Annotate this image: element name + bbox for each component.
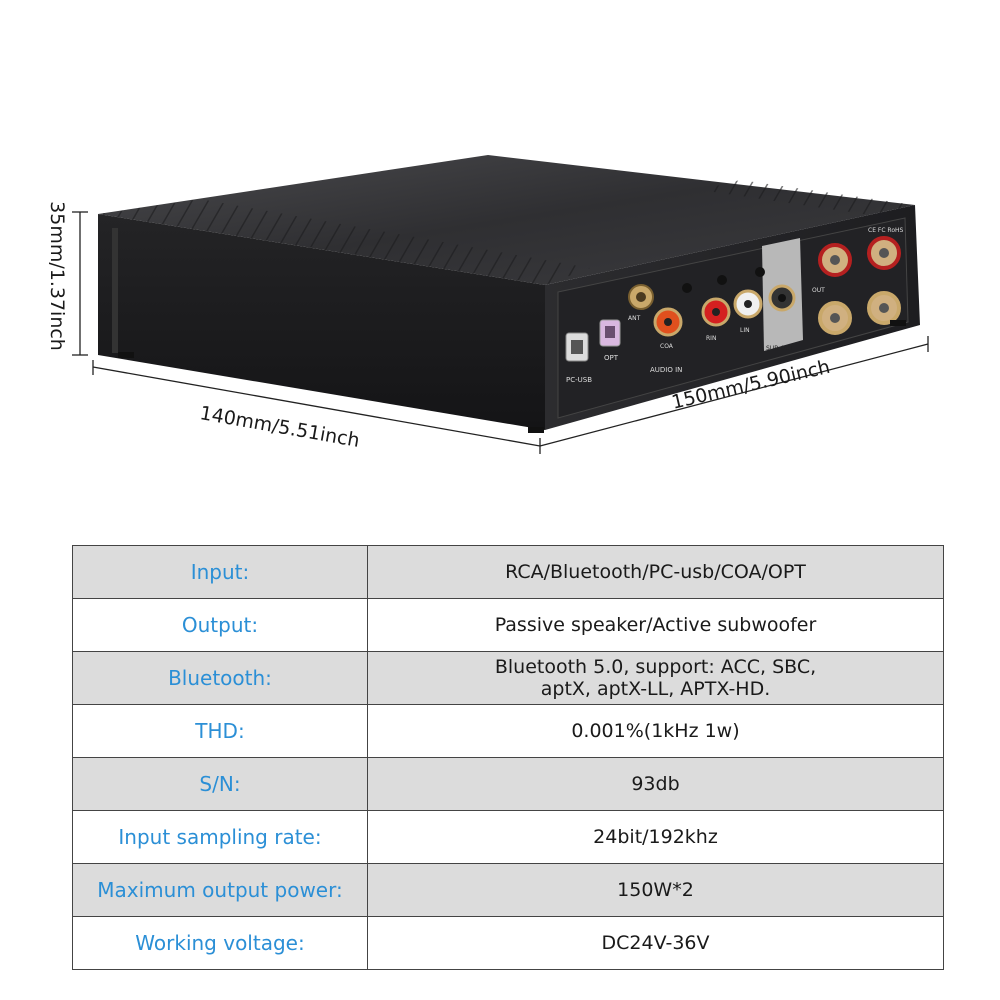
spec-label: Bluetooth: (72, 651, 368, 705)
dimension-lines (72, 211, 929, 454)
sub-out-label: SUB-OUT (766, 345, 794, 352)
spec-value: 150W*2 (367, 863, 944, 917)
spec-value: RCA/Bluetooth/PC-usb/COA/OPT (367, 545, 944, 599)
spec-label: Input sampling rate: (72, 810, 368, 864)
spec-table: Input: RCA/Bluetooth/PC-usb/COA/OPT Output… (72, 545, 944, 970)
spec-label: THD: (72, 704, 368, 758)
height-dimension-label: 35mm/1.37inch (46, 201, 68, 351)
spec-value: 24bit/192khz (367, 810, 944, 864)
spec-value-line: 24bit/192khz (593, 826, 718, 848)
lin-label: LIN (740, 327, 750, 334)
spec-value: DC24V-36V (367, 916, 944, 970)
spec-value-line: 93db (631, 773, 680, 795)
product-figure: PC-USB OPT ANT COA RIN LIN AUDIO IN SUB-… (46, 155, 929, 454)
spec-value-line: Passive speaker/Active subwoofer (494, 614, 817, 636)
ant-label: ANT (628, 315, 641, 322)
spec-label: Maximum output power: (72, 863, 368, 917)
out-label: OUT (812, 287, 825, 294)
opt-label: OPT (604, 354, 619, 362)
device-left-side (98, 214, 545, 430)
spec-row: Bluetooth:Bluetooth 5.0, support: ACC, S… (72, 651, 944, 705)
rin-label: RIN (706, 335, 716, 342)
spec-value-line: 0.001%(1kHz 1w) (571, 720, 740, 742)
spec-value: Passive speaker/Active subwoofer (367, 598, 944, 652)
audio-in-label: AUDIO IN (650, 366, 682, 374)
speaker-terminals (818, 236, 901, 335)
coa-label: COA (660, 343, 674, 350)
spec-label: S/N: (72, 757, 368, 811)
spec-row: Output: Passive speaker/Active subwoofer (72, 598, 944, 652)
spec-value-line: RCA/Bluetooth/PC-usb/COA/OPT (505, 561, 806, 583)
spec-value-line: aptX, aptX-LL, APTX-HD. (540, 678, 771, 700)
spec-value-line: 150W*2 (617, 879, 694, 901)
spec-row: Input sampling rate: 24bit/192khz (72, 810, 944, 864)
spec-label: Working voltage: (72, 916, 368, 970)
usb-label: PC-USB (566, 376, 592, 384)
spec-row: THD: 0.001%(1kHz 1w) (72, 704, 944, 758)
spec-value-line: DC24V-36V (601, 932, 710, 954)
spec-value: 0.001%(1kHz 1w) (367, 704, 944, 758)
spec-row: S/N: 93db (72, 757, 944, 811)
spec-row: Input: RCA/Bluetooth/PC-usb/COA/OPT (72, 545, 944, 599)
spec-value: 93db (367, 757, 944, 811)
amplifier-illustration: PC-USB OPT ANT COA RIN LIN AUDIO IN SUB-… (72, 155, 929, 454)
spec-label: Output: (72, 598, 368, 652)
spec-value: Bluetooth 5.0, support: ACC, SBC,aptX, a… (367, 651, 944, 705)
spec-value-line: Bluetooth 5.0, support: ACC, SBC, (494, 656, 817, 678)
spec-row: Working voltage: DC24V-36V (72, 916, 944, 970)
cert-label: CE FC RoHS (868, 227, 904, 234)
spec-label: Input: (72, 545, 368, 599)
spec-row: Maximum output power: 150W*2 (72, 863, 944, 917)
